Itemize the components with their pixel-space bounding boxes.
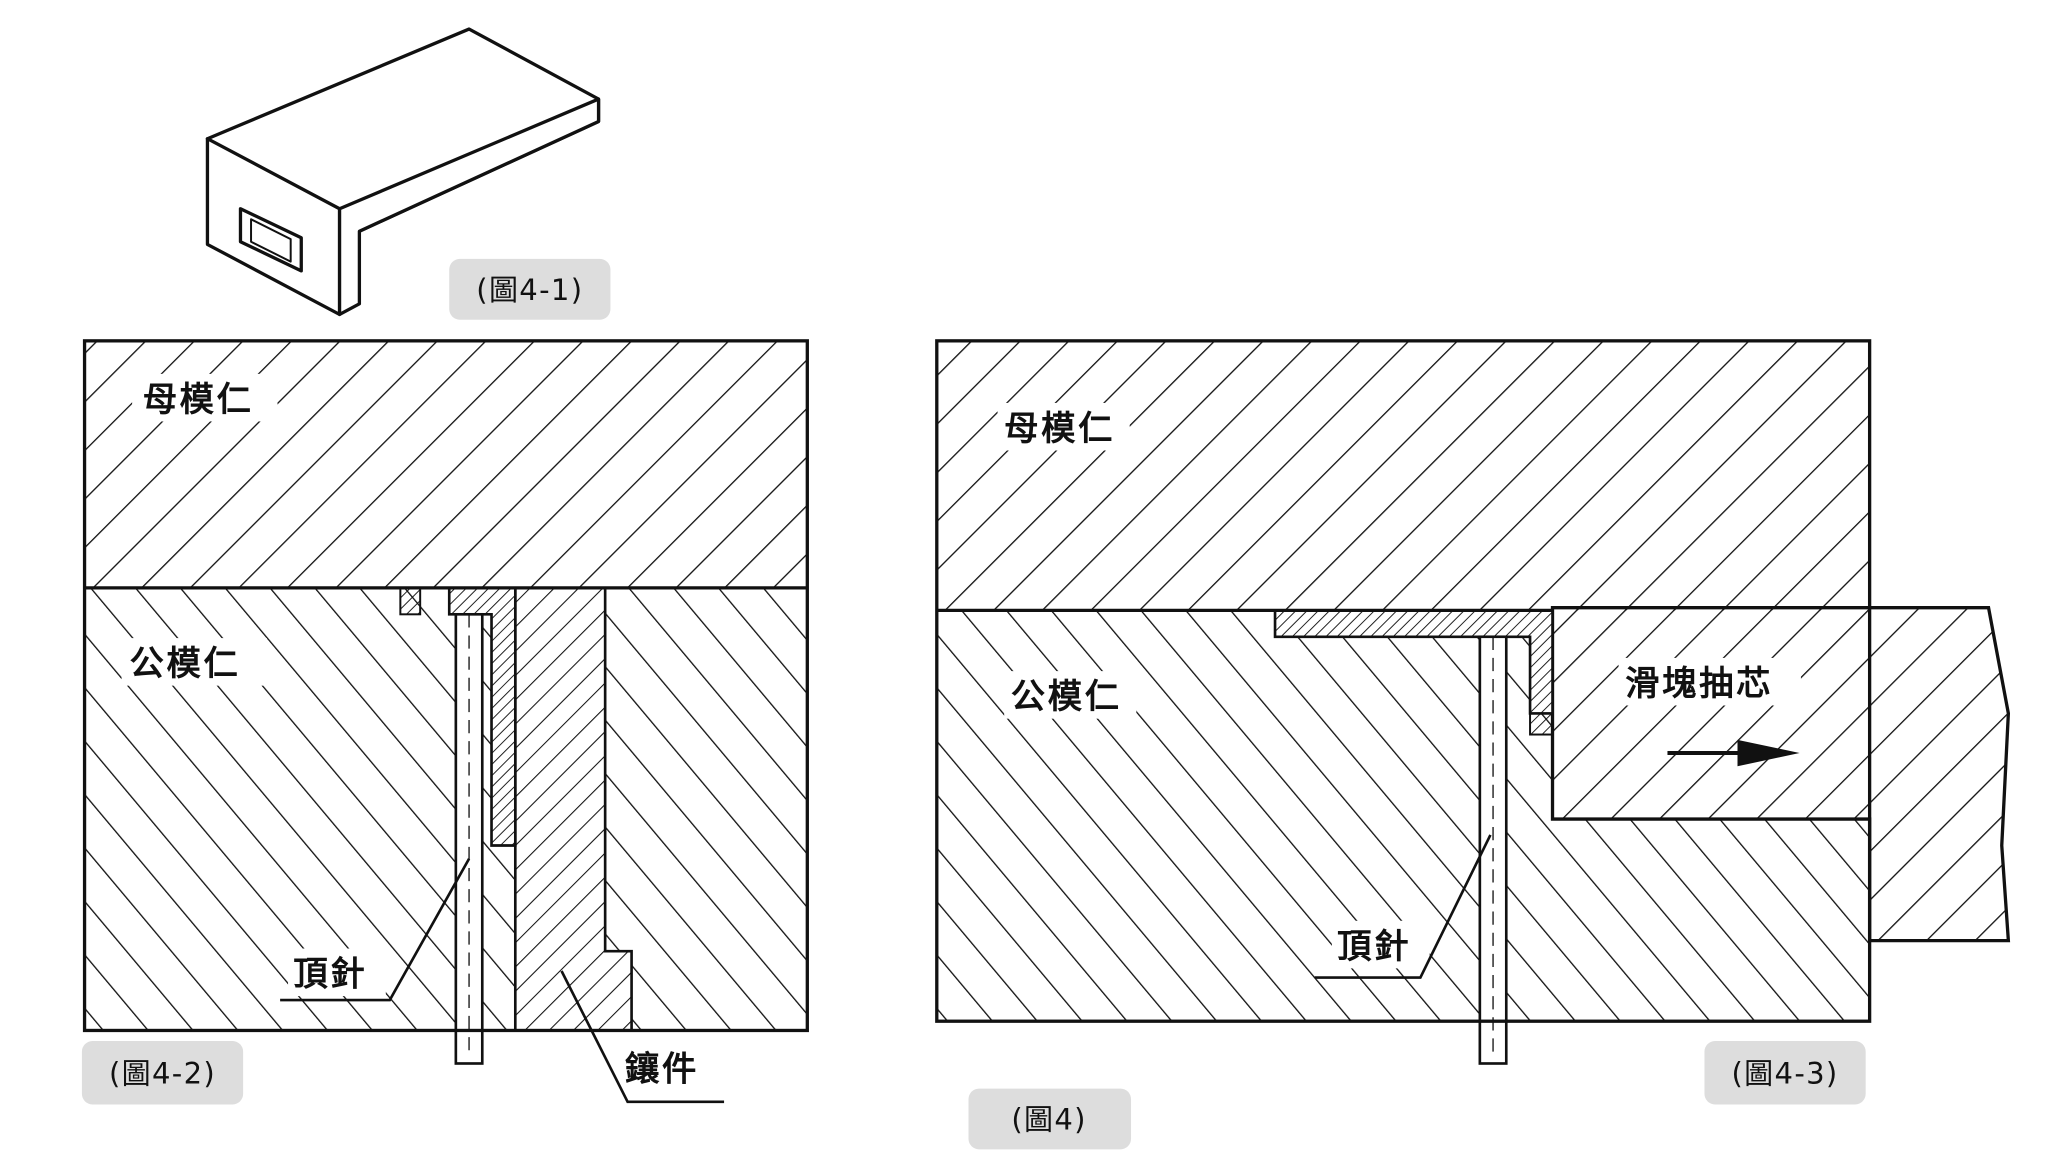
cavity-label-left: 母模仁 bbox=[143, 380, 254, 420]
cavity-label-right: 母模仁 bbox=[1004, 409, 1115, 449]
caption-fig-4-3: (圖4-3) bbox=[1704, 1041, 1866, 1105]
caption-fig-4-2: (圖4-2) bbox=[81, 1041, 244, 1105]
cavity-block-right bbox=[936, 340, 1870, 611]
caption-fig-4-1: (圖4-1) bbox=[449, 258, 611, 320]
figure-4-2: 母模仁 公模仁 頂針 鑲件 bbox=[82, 339, 809, 1104]
svg-text:(圖4-3): (圖4-3) bbox=[1732, 1056, 1839, 1090]
figure-4-3: 母模仁 公模仁 滑塊抽芯 頂針 bbox=[935, 339, 2011, 1065]
insert-label: 鑲件 bbox=[625, 1050, 699, 1090]
arrow-right-icon bbox=[1667, 739, 1800, 767]
core-label-left: 公模仁 bbox=[129, 644, 240, 684]
svg-text:(圖4-1): (圖4-1) bbox=[476, 273, 583, 307]
ejector-label-left: 頂針 bbox=[293, 955, 367, 995]
slider-label: 滑塊抽芯 bbox=[1625, 664, 1773, 704]
molded-part-section bbox=[449, 587, 516, 846]
isometric-part bbox=[205, 27, 601, 317]
svg-text:(圖4): (圖4) bbox=[1011, 1103, 1086, 1137]
caption-fig-4: (圖4) bbox=[968, 1088, 1132, 1150]
core-label-right: 公模仁 bbox=[1011, 677, 1122, 717]
core-block-right bbox=[936, 610, 1870, 1022]
ejector-label-right: 頂針 bbox=[1337, 927, 1411, 967]
svg-text:(圖4-2): (圖4-2) bbox=[109, 1056, 216, 1090]
